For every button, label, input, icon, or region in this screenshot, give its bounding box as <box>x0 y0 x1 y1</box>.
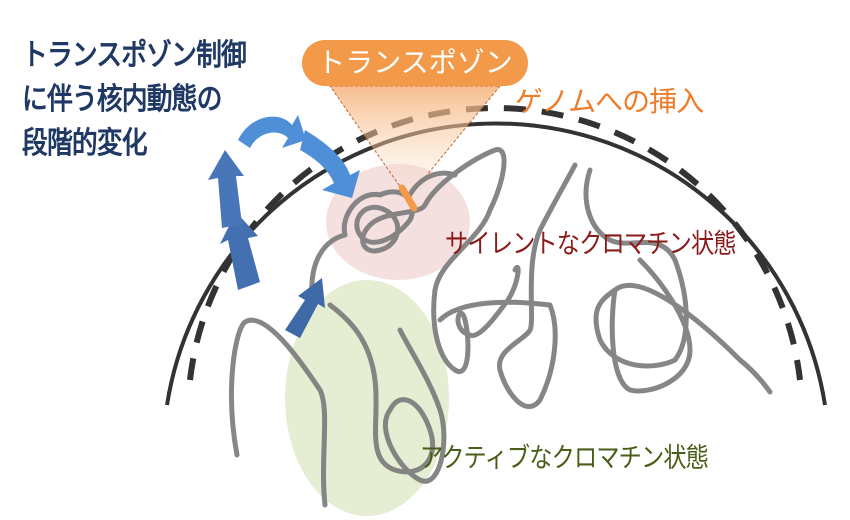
diagram-title: トランスポゾン制御 に伴う核内動態の 段階的変化 <box>22 38 247 161</box>
chromatin-fiber <box>229 147 773 508</box>
nuclear-envelope-outer <box>165 121 827 406</box>
cycle-arrows <box>208 115 360 338</box>
active-chromatin-label: アクティブなクロマチン状態 <box>420 443 709 474</box>
arrow-up-2 <box>220 212 260 290</box>
transposon-zoom-cone <box>329 85 502 199</box>
silent-chromatin-label: サイレントなクロマチン状態 <box>445 229 737 260</box>
transposon-insert <box>398 184 418 212</box>
arrow-up-1 <box>285 278 325 338</box>
arrow-up-3 <box>208 150 244 228</box>
transposon-pill: トランスポゾン <box>302 40 528 86</box>
insertion-label: ゲノムへの挿入 <box>515 85 704 118</box>
arrow-curve-right <box>300 130 360 198</box>
arrow-curve-top <box>238 115 306 148</box>
